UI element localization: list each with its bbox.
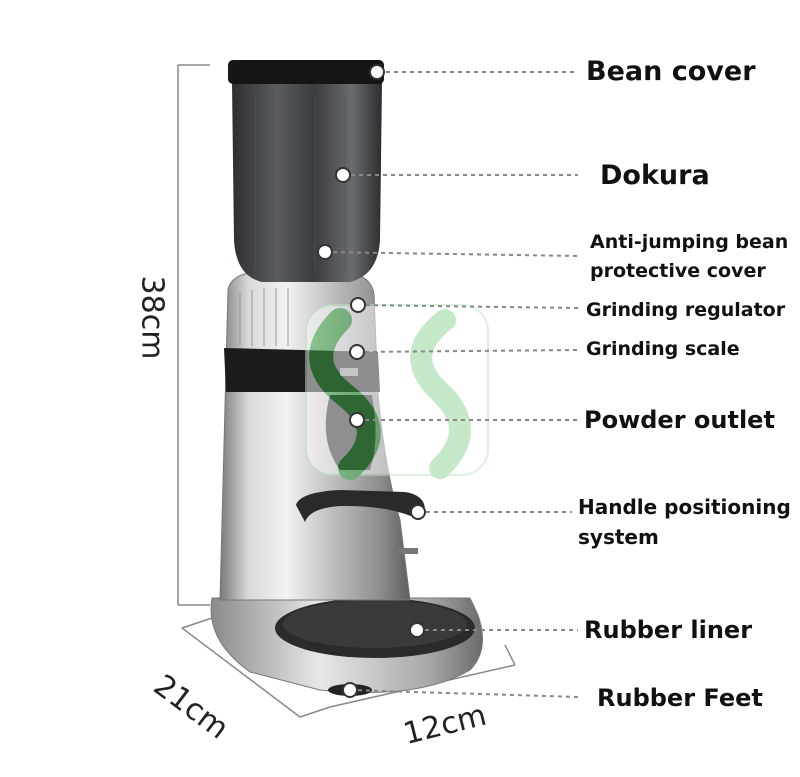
dokura-label: Dokura [600,160,710,191]
height-dimension-line [177,64,210,606]
rubber-liner-label: Rubber liner [584,616,753,644]
grinding-regulator-label: Grinding regulator [586,299,786,321]
anti-jumping-dot [317,244,333,260]
callout-lines [324,71,579,698]
callout-dots [317,64,426,698]
grinding-regulator-dot [350,297,366,313]
powder-outlet-dot [349,412,365,428]
handle-positioning-label-line1: Handle positioning [578,495,791,519]
grinding-scale-label: Grinding scale [586,338,740,360]
depth-dimension-line [181,617,331,718]
grinding-scale-dot [349,344,365,360]
handle-support [296,490,425,554]
dokura-dot [335,167,351,183]
watermark-logo [305,304,489,480]
rubber-feet-label: Rubber Feet [597,684,763,712]
powder-outlet-label: Powder outlet [584,406,775,434]
height-dimension-label: 38cm [134,275,170,360]
handle-positioning-label-line2: system [578,525,659,549]
bean-cover-dot [369,64,385,80]
rubber-feet-dot [342,682,358,698]
rubber-liner-dot [409,622,425,638]
bean-cover-label: Bean cover [586,56,756,87]
handle-positioning-dot [410,504,426,520]
anti-jumping-label-line1: Anti-jumping bean [590,231,789,253]
anti-jumping-label-line2: protective cover [590,260,766,282]
bean-hopper [228,60,384,282]
